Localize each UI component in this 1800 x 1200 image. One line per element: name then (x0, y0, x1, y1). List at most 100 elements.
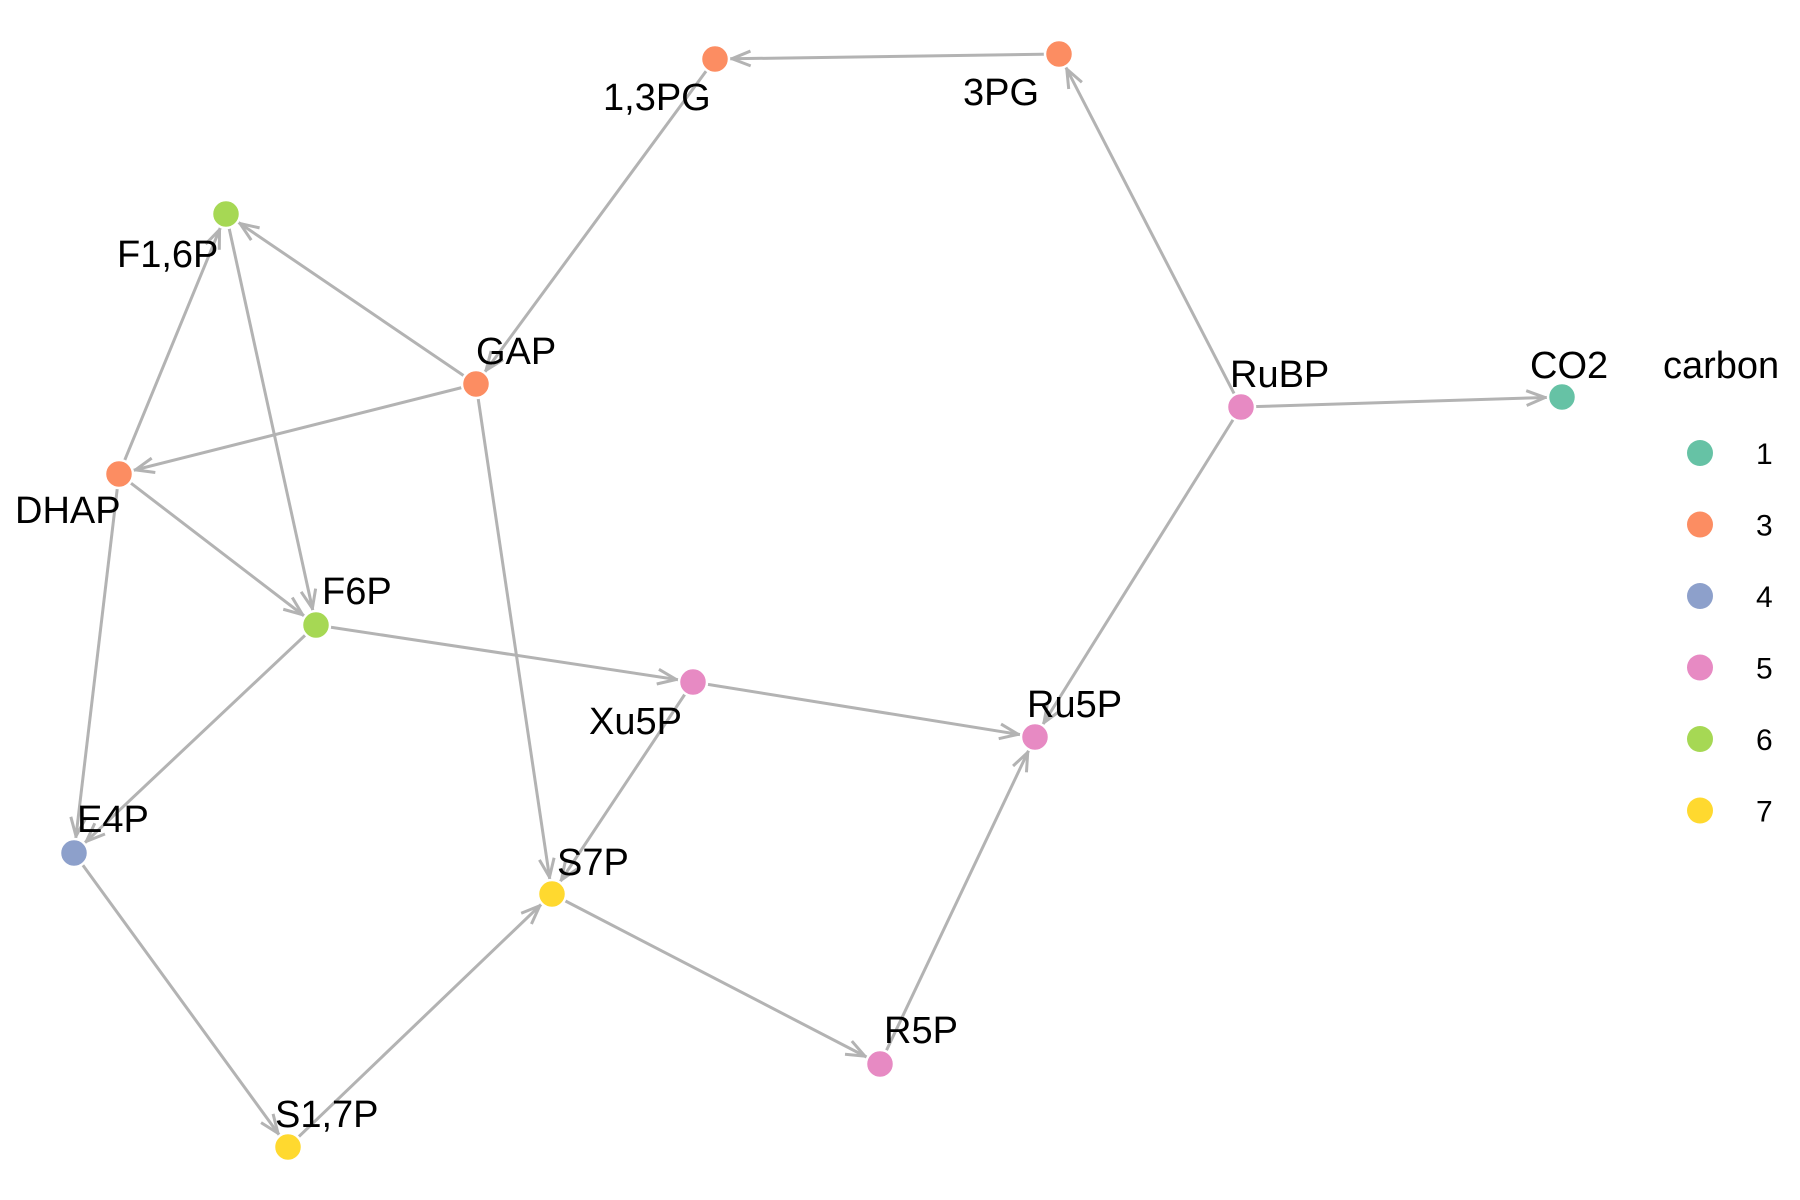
node-ru5p (1019, 721, 1051, 753)
edge-line (878, 736, 1037, 1065)
arrowhead (559, 859, 579, 884)
arrowhead (483, 350, 504, 374)
edge-line (72, 623, 318, 855)
edge-line (315, 623, 694, 684)
edge-line (118, 472, 317, 627)
arrowhead (260, 1113, 281, 1137)
edge-s1-7p-to-s7p (286, 892, 554, 1149)
node-s7p (536, 878, 568, 910)
edge-line (550, 681, 695, 895)
arrowhead (299, 588, 318, 613)
edge-xu5p-to-ru5p (692, 680, 1036, 741)
legend-item: 6 (1687, 724, 1773, 757)
edge-xu5p-to-s7p (550, 681, 695, 895)
legend: carbon 1 3 4 5 6 7 (1663, 345, 1779, 829)
node-e4p (58, 837, 90, 869)
edge-line (72, 852, 290, 1148)
legend-item: 3 (1687, 510, 1773, 543)
edge-line (474, 58, 717, 385)
node-label-r5p: R5P (884, 1010, 958, 1052)
edge-line (286, 892, 554, 1149)
edge-line (1057, 53, 1243, 408)
node-3pg (1043, 38, 1075, 70)
legend-swatch (1687, 440, 1713, 466)
node-label-xu5p: Xu5P (589, 701, 682, 743)
arrowhead (236, 221, 260, 241)
legend-label: 7 (1756, 796, 1773, 829)
edge-s7p-to-r5p (551, 892, 881, 1066)
edge-line (474, 383, 554, 895)
edge-line (692, 680, 1036, 739)
arrowhead (83, 822, 106, 845)
edge-f6p-to-e4p (72, 623, 318, 855)
nodes-layer (58, 38, 1578, 1163)
arrowhead (727, 49, 752, 68)
node-label-f1-6p: F1,6P (117, 234, 218, 276)
node-s1-7p (272, 1131, 304, 1163)
edge-line (72, 473, 121, 854)
legend-item: 7 (1687, 796, 1773, 829)
node-label-ru5p: Ru5P (1027, 684, 1122, 726)
edge-gap-to-f1-6p (225, 212, 477, 386)
legend-item: 5 (1687, 653, 1773, 686)
edge-gap-to-s7p (474, 383, 556, 895)
node-label-gap: GAP (476, 331, 556, 373)
legend-label: 3 (1756, 510, 1773, 543)
node-rubp (1225, 391, 1257, 423)
edge-f6p-to-xu5p (315, 623, 694, 686)
legend-swatch (1687, 726, 1713, 752)
edge-rubp-to-ru5p (1033, 406, 1243, 738)
legend-swatch (1687, 583, 1713, 609)
arrowhead (282, 596, 306, 618)
edge-dhap-to-e4p (69, 473, 121, 854)
arrowhead (844, 1040, 869, 1059)
legend-label: 6 (1756, 724, 1773, 757)
legend-swatch (1687, 511, 1713, 538)
node-label-s1-7p: S1,7P (275, 1094, 379, 1136)
node-r5p (864, 1048, 896, 1080)
edge-gap-to-dhap (118, 382, 477, 476)
edge-3pg-to-1-3pg (714, 49, 1060, 68)
edge-dhap-to-f1-6p (117, 213, 228, 475)
arrowhead (538, 857, 556, 882)
arrowhead (131, 456, 156, 474)
edge-dhap-to-f6p (118, 472, 317, 627)
arrowhead (656, 668, 681, 686)
edge-f1-6p-to-f6p (224, 213, 318, 626)
edge-line (1240, 395, 1563, 409)
edge-line (714, 52, 1060, 61)
node-label-co2: CO2 (1530, 345, 1608, 387)
edge-rubp-to-co2 (1240, 389, 1563, 409)
legend-title: carbon (1663, 345, 1779, 387)
node-f6p (300, 609, 332, 641)
edges-layer (69, 49, 1563, 1149)
node-label-dhap: DHAP (15, 490, 121, 532)
edge-line (551, 892, 881, 1066)
legend-label: 1 (1756, 438, 1773, 471)
node-label-1-3pg: 1,3PG (603, 77, 711, 119)
node-gap (460, 368, 492, 400)
node-1-3pg (699, 43, 731, 75)
legend-swatch (1687, 797, 1713, 824)
node-f1-6p (210, 198, 242, 230)
arrowhead (998, 722, 1023, 741)
node-label-3pg: 3PG (963, 72, 1039, 114)
edge-e4p-to-s1-7p (72, 852, 290, 1148)
edge-line (117, 213, 228, 475)
node-dhap (103, 458, 135, 490)
edge-rubp-to-3pg (1057, 53, 1243, 408)
legend-item: 4 (1687, 581, 1773, 614)
node-label-f6p: F6P (322, 571, 392, 613)
arrowhead (1064, 65, 1083, 90)
arrowhead (69, 816, 87, 841)
edge-line (1033, 406, 1243, 738)
edge-r5p-to-ru5p (878, 736, 1037, 1065)
node-label-s7p: S7P (557, 842, 629, 884)
legend-label: 4 (1756, 581, 1773, 614)
edge-line (224, 213, 318, 626)
node-label-rubp: RuBP (1230, 354, 1329, 396)
arrowhead (1525, 389, 1550, 407)
edge-1-3pg-to-gap (474, 58, 717, 385)
edge-line (225, 212, 477, 386)
